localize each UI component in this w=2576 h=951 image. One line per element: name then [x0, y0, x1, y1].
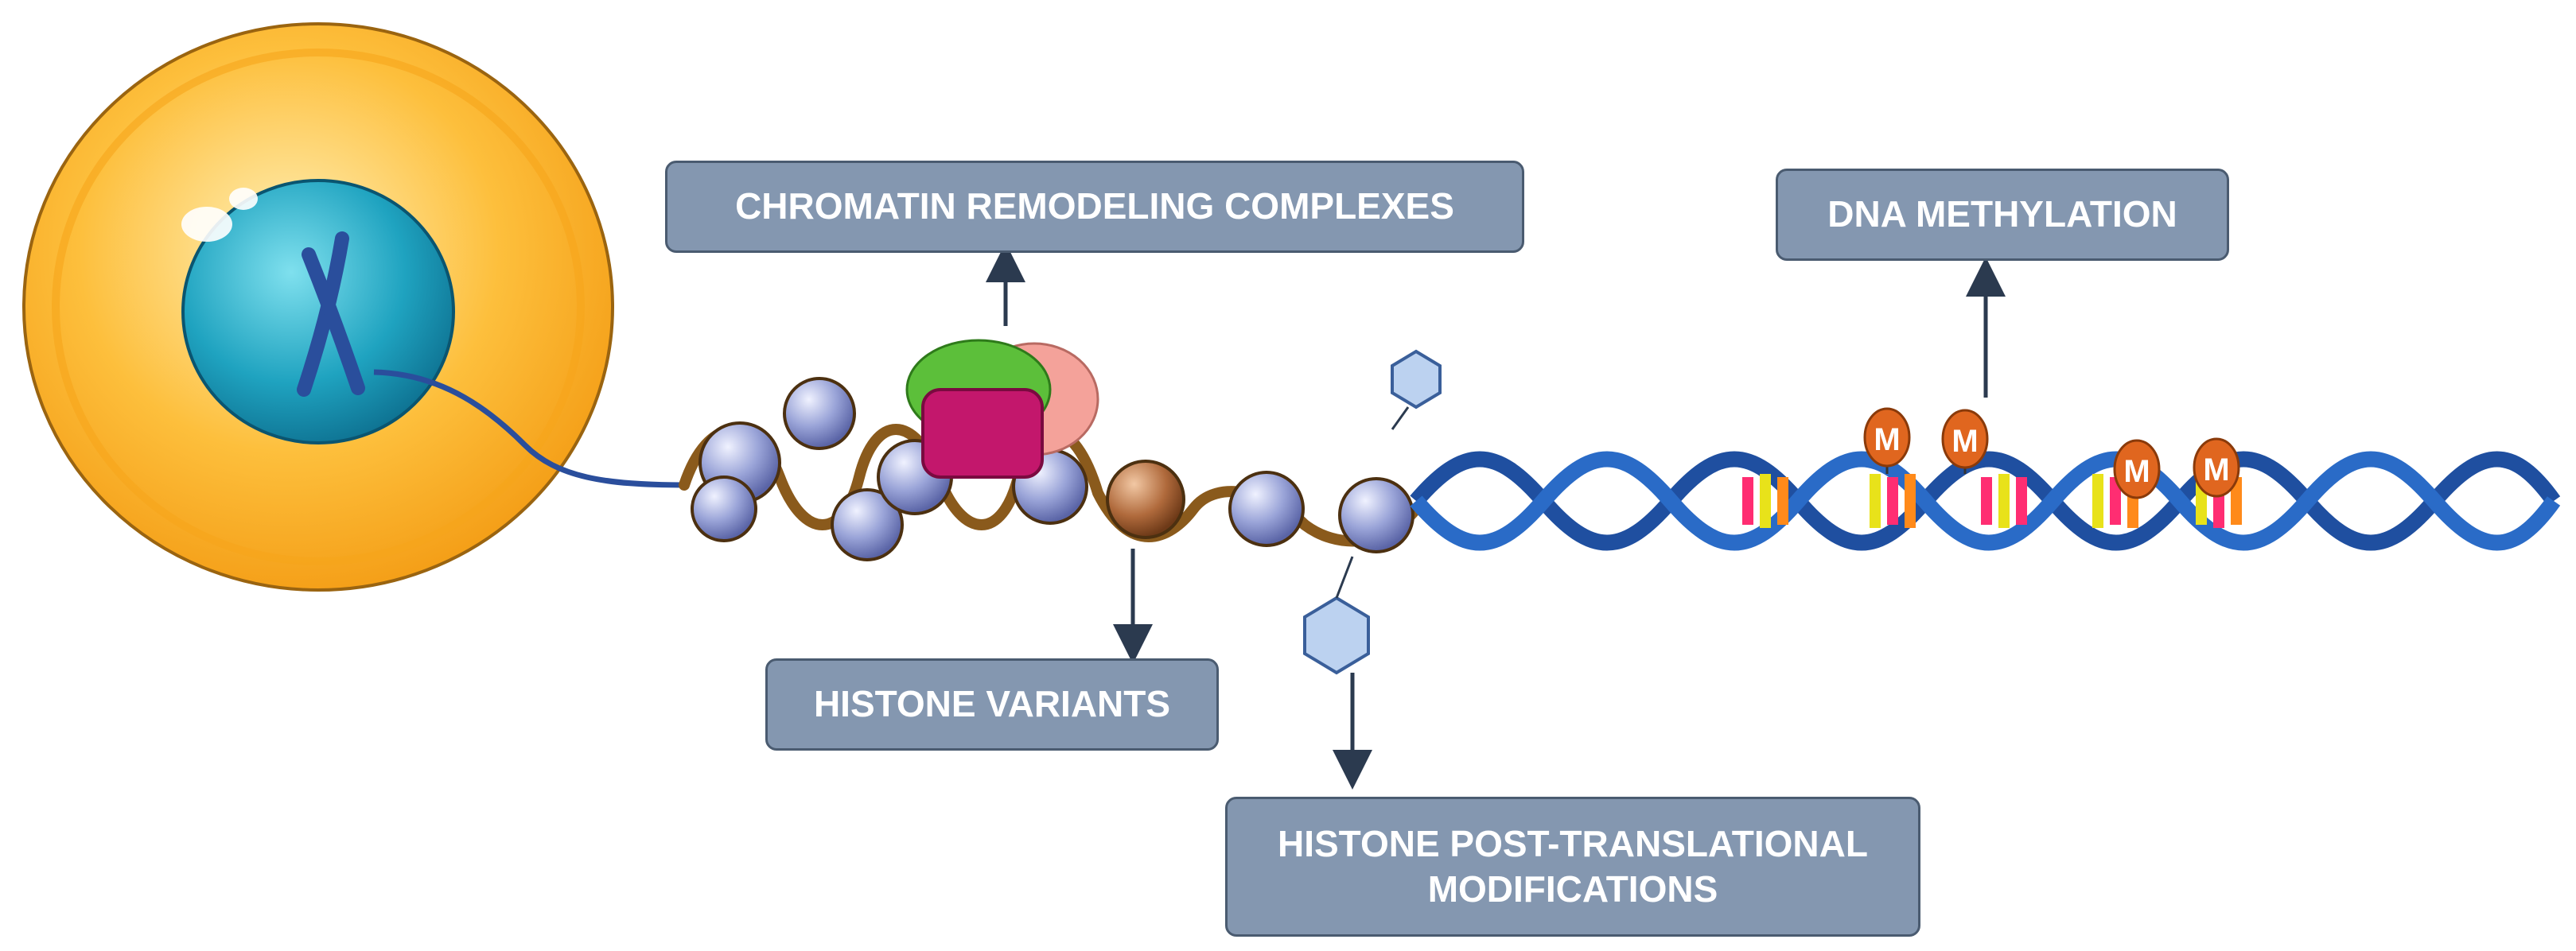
nucleosome: [831, 488, 904, 561]
methyl-mark-label: M: [1951, 424, 1978, 459]
nucleosome: [1228, 471, 1305, 547]
histone-variants-text: HISTONE VARIANTS: [813, 683, 1171, 725]
methyl-mark: M: [1941, 409, 1989, 474]
histone-ptm-label: HISTONE POST-TRANSLATIONAL MODIFICATIONS: [1225, 797, 1920, 937]
nucleosome: [1338, 477, 1414, 553]
methyl-mark-label: M: [2203, 452, 2229, 487]
ptm-hexagon-top: [1391, 349, 1442, 430]
chromosome-icon: [297, 231, 365, 397]
methyl-mark-label: M: [1874, 422, 1900, 457]
base-pairs: [1742, 474, 2242, 528]
chromatin-remodeling-text: CHROMATIN REMODELING COMPLEXES: [735, 185, 1454, 227]
histone-variant-nucleosome: [1106, 460, 1185, 539]
nucleus: [181, 179, 455, 444]
dna-double-helix: [1410, 451, 2561, 551]
ptm-hexagon-bottom: [1303, 556, 1370, 675]
methyl-mark: M: [1863, 407, 1911, 474]
methyl-mark-label: M: [2123, 454, 2150, 489]
nucleosome: [691, 476, 757, 542]
dna-methylation-label: DNA METHYLATION: [1776, 169, 2229, 261]
nucleosome: [783, 377, 856, 450]
dna-methylation-text: DNA METHYLATION: [1827, 193, 2177, 235]
chromatin-remodeling-label: CHROMATIN REMODELING COMPLEXES: [665, 161, 1524, 253]
histone-ptm-text-line1: HISTONE POST-TRANSLATIONAL: [1278, 822, 1868, 864]
histone-variants-label: HISTONE VARIANTS: [765, 658, 1219, 751]
remodeling-complex-icon: [905, 339, 1099, 479]
chromatin-fiber: [373, 369, 685, 488]
methyl-mark: M: [2193, 437, 2240, 498]
methyl-mark: M: [2113, 439, 2161, 499]
histone-ptm-text-line2: MODIFICATIONS: [1427, 868, 1718, 910]
